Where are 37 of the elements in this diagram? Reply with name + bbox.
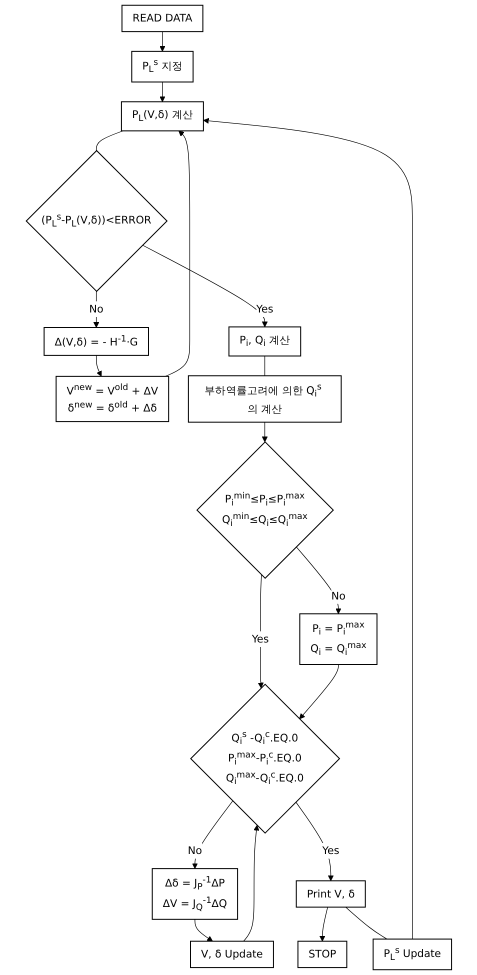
arrow <box>194 919 212 942</box>
node-box: P$_{L}$$^{s}$ Update <box>372 938 452 970</box>
arrow <box>192 800 233 869</box>
edge-label: No <box>187 844 202 857</box>
arrow <box>319 906 328 942</box>
arrow <box>159 82 165 102</box>
edge-label: Yes <box>251 632 268 646</box>
node-box: P$_{L}$$^{s}$ 지정 <box>130 50 194 82</box>
arrow <box>159 31 165 52</box>
edge-label: Yes <box>322 844 339 857</box>
arrow <box>295 546 341 614</box>
arrow <box>261 422 268 442</box>
edge-label: No <box>330 589 346 602</box>
connector <box>96 130 123 151</box>
node-box: Δδ = J$_{P}$$^{-1}$ΔP ΔV = J$_{Q}$$^{-1}$ΔQ <box>151 868 238 920</box>
node-box: V, δ Update <box>190 940 274 968</box>
arrow <box>242 825 259 942</box>
node-diamond: Q$_{i}$$^{s}$ -Q$_{i}$$^{c}$.EQ.0 P$_{i}$$^{max}$-P$_{i}$$^{c}$.EQ.0 Q$_{i}$$^{max}$-Q$_{i}$$^{c}$.EQ.0 <box>190 684 340 834</box>
node-box: P$_{L}$(V,δ) 계산 <box>120 101 204 132</box>
arrow <box>96 355 102 377</box>
edge-label: Yes <box>256 302 273 316</box>
arrow <box>257 574 264 688</box>
node-diamond: (P$_{L}$$^{s}$-P$_{L}$(V,δ))<ERROR <box>25 150 168 292</box>
connector <box>264 356 265 376</box>
node-box: READ DATA <box>121 4 203 32</box>
node-box: Δ(V,δ) = - H$^{-1}$·G <box>43 327 149 356</box>
arrow <box>202 118 412 940</box>
arrow <box>298 664 338 720</box>
node-box: STOP <box>297 940 347 968</box>
arrow <box>295 802 334 882</box>
node-box: Print V, δ <box>295 880 366 908</box>
node-box: V$^{new}$ = V$^{old}$ + ΔV δ$^{new}$ = δ$^{old}$ + Δδ <box>55 376 169 422</box>
node-box: P$_{i}$, Q$_{i}$ 계산 <box>228 326 301 356</box>
connector <box>344 906 387 940</box>
arrow <box>164 130 190 377</box>
edge-label: No <box>88 302 104 316</box>
arrow <box>142 244 268 328</box>
